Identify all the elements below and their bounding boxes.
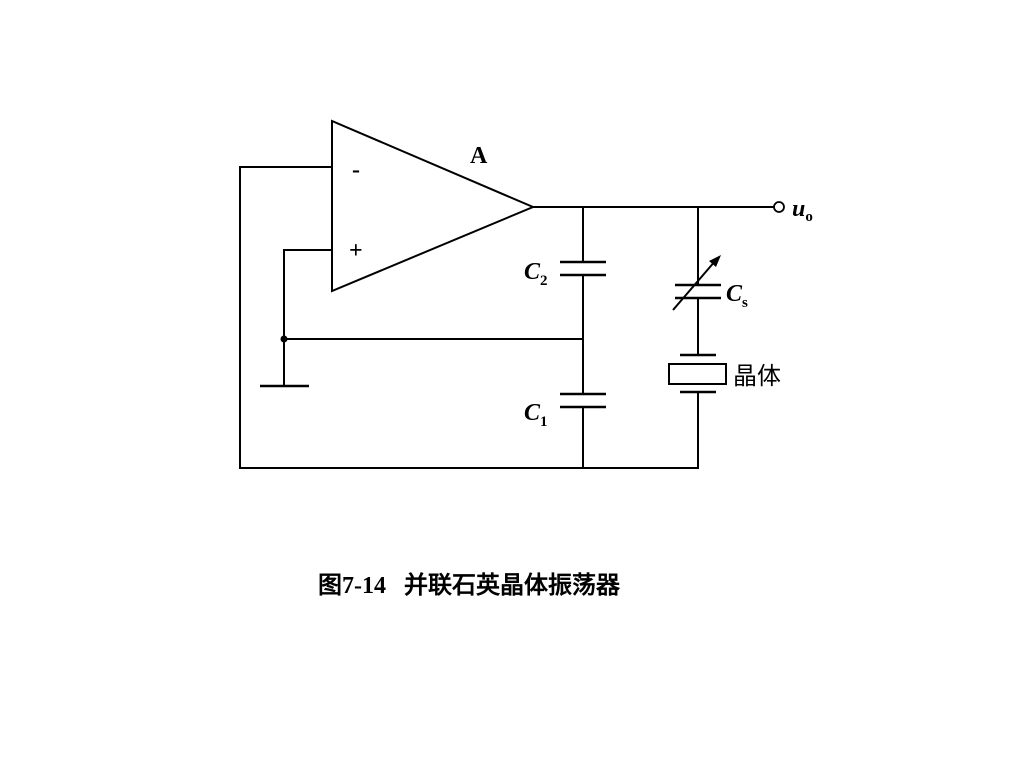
figure-title: 并联石英晶体振荡器: [404, 571, 621, 599]
figure-number: 图7-14: [318, 572, 386, 599]
cs-arrowhead-icon: [709, 255, 721, 267]
c1-label: C1: [524, 400, 548, 430]
opamp-label: A: [470, 143, 488, 169]
cs-label: Cs: [726, 281, 748, 311]
c1-subscript: 1: [540, 414, 548, 430]
c2-label: C2: [524, 259, 548, 289]
crystal-body: [668, 363, 727, 385]
output-terminal: [773, 201, 785, 213]
opamp-noninverting-sign: +: [349, 238, 363, 264]
figure-caption: 图7-14 并联石英晶体振荡器: [318, 571, 621, 599]
c1-symbol: C: [524, 400, 541, 426]
noninverting-input-wire: [283, 249, 332, 386]
c2-symbol: C: [524, 259, 541, 285]
cs-subscript: s: [742, 295, 748, 311]
output-subscript: o: [805, 209, 813, 225]
opamp-inverting-sign: -: [352, 157, 360, 183]
feedback-wire: [239, 166, 699, 469]
crystal-label: 晶体: [733, 362, 781, 390]
output-symbol: u: [792, 196, 805, 222]
cs-symbol: C: [726, 281, 743, 307]
cs-variable-arrow-icon: [672, 259, 717, 311]
output-label: uo: [792, 196, 813, 225]
opamp-triangle: [331, 119, 536, 293]
c2-subscript: 2: [540, 273, 548, 289]
